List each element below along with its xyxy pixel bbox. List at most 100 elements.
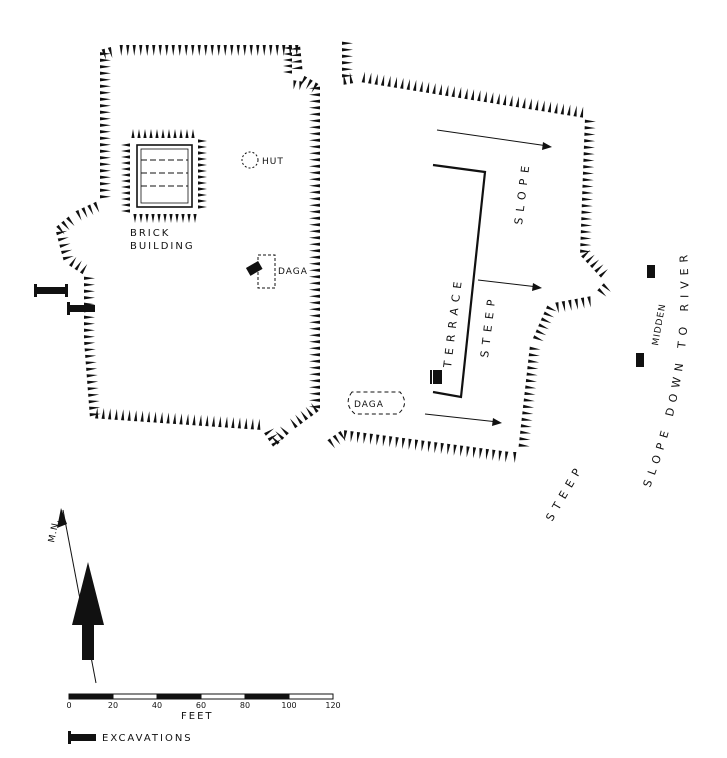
rampart-hachure — [598, 268, 608, 278]
rampart-hachure — [149, 129, 153, 138]
rampart-hachure — [496, 93, 500, 105]
rampart-hachure — [528, 98, 532, 110]
rampart-hachure — [84, 289, 95, 293]
rampart-hachure — [342, 74, 353, 78]
rampart-hachure — [342, 61, 353, 65]
rampart-hachure — [400, 77, 404, 89]
rampart-hachure — [509, 95, 513, 107]
rampart-hachure — [567, 104, 571, 116]
rampart-hachure — [485, 448, 490, 460]
rampart-hachure — [84, 276, 95, 280]
rampart-hachure — [309, 268, 320, 272]
label-slope-down-to-river-path: SLOPE DOWN TO RIVER — [641, 248, 686, 489]
rampart-hachure — [309, 301, 320, 305]
rampart-hachure — [594, 264, 604, 273]
rampart-hachure — [368, 72, 372, 84]
rampart-hachure — [56, 230, 68, 236]
rampart-hachure — [568, 299, 572, 311]
rampart-hachure — [453, 444, 457, 456]
rampart-hachure — [101, 407, 105, 420]
label-brick: BRICK — [130, 228, 170, 239]
rampart-hachure — [290, 53, 302, 57]
rampart-hachure — [262, 45, 266, 56]
rampart-hachure — [342, 54, 353, 58]
rampart-hachure — [342, 41, 353, 45]
label-daga-lower: DAGA — [354, 400, 384, 410]
rampart-hachure — [121, 161, 130, 165]
rampart-hachure — [57, 237, 69, 242]
rampart-hachure — [283, 70, 292, 74]
rampart-hachure — [525, 385, 537, 389]
rampart-hachure — [561, 300, 566, 313]
rampart-hachure — [198, 151, 207, 155]
rampart-hachure — [309, 379, 320, 383]
rampart-hachure — [427, 441, 432, 453]
north-arrow-label: M.N. — [47, 518, 62, 544]
rampart-hachure — [100, 91, 111, 95]
rampart-hachure — [187, 214, 191, 223]
scale-segment — [156, 693, 202, 700]
rampart-hachure — [172, 412, 177, 425]
rampart-hachure — [309, 340, 320, 344]
rampart-hachure — [84, 283, 95, 287]
rampart-hachure — [597, 287, 607, 297]
rampart-hachure — [155, 129, 159, 138]
rampart-hachure — [283, 64, 292, 68]
rampart-hachure — [279, 426, 289, 436]
rampart-hachure — [309, 177, 320, 181]
rampart-hachure — [211, 415, 215, 427]
rampart-hachure — [152, 45, 156, 56]
rampart-hachure — [309, 210, 320, 214]
rampart-hachure — [560, 103, 564, 115]
rampart-hachure — [309, 333, 320, 337]
rampart-hachure — [161, 129, 165, 138]
rampart-hachure — [267, 433, 278, 442]
rampart-hachure — [89, 413, 101, 417]
rampart-hachure — [546, 305, 557, 312]
rampart-hachure — [198, 414, 202, 426]
rampart-hachure — [169, 214, 173, 223]
rampart-hachure — [309, 392, 320, 396]
rampart-hachure — [466, 446, 470, 458]
label-steep-inner: STEEP — [478, 293, 499, 358]
rampart-hachure — [86, 367, 98, 371]
rampart-hachure — [363, 432, 367, 444]
rampart-hachure — [523, 398, 535, 402]
rampart-hachure — [393, 76, 398, 88]
rampart-hachure — [139, 214, 143, 223]
rampart-hachure — [574, 298, 578, 310]
rampart-hachure — [218, 416, 222, 428]
rampart-hachure — [198, 139, 207, 143]
scale-segment — [200, 693, 246, 700]
rampart-hachure — [289, 46, 301, 50]
rampart-hachure — [309, 353, 320, 357]
scale-segment — [288, 693, 334, 700]
rampart-hachure — [84, 328, 95, 332]
rampart-hachure — [204, 45, 208, 56]
rampart-hachure — [309, 359, 320, 363]
rampart-hachure — [87, 387, 99, 391]
rampart-hachure — [100, 175, 111, 179]
label-slope-inner: SLOPE — [512, 159, 533, 225]
rampart-hachure — [179, 129, 183, 138]
rampart-hachure — [584, 139, 596, 143]
slope-arrows — [424, 129, 552, 426]
rampart-hachure — [547, 101, 552, 113]
rampart-hachure — [580, 230, 592, 234]
rampart-hachure — [374, 73, 378, 85]
scale-tick-label: 40 — [152, 701, 162, 710]
rampart-hachure — [131, 129, 135, 138]
rampart-hachure — [84, 335, 95, 339]
rampart-hachure — [86, 374, 98, 378]
rampart-hachure — [133, 410, 138, 422]
rampart-hachure — [69, 256, 77, 268]
rampart-hachure — [434, 442, 438, 454]
rampart-hachure — [309, 190, 320, 194]
rampart-hachure — [601, 283, 611, 292]
rampart-hachure — [522, 411, 534, 415]
rampart-hachure — [100, 156, 111, 160]
rampart-hachure — [181, 214, 185, 223]
rampart-hachure — [350, 431, 354, 443]
rampart-hachure — [581, 217, 593, 221]
